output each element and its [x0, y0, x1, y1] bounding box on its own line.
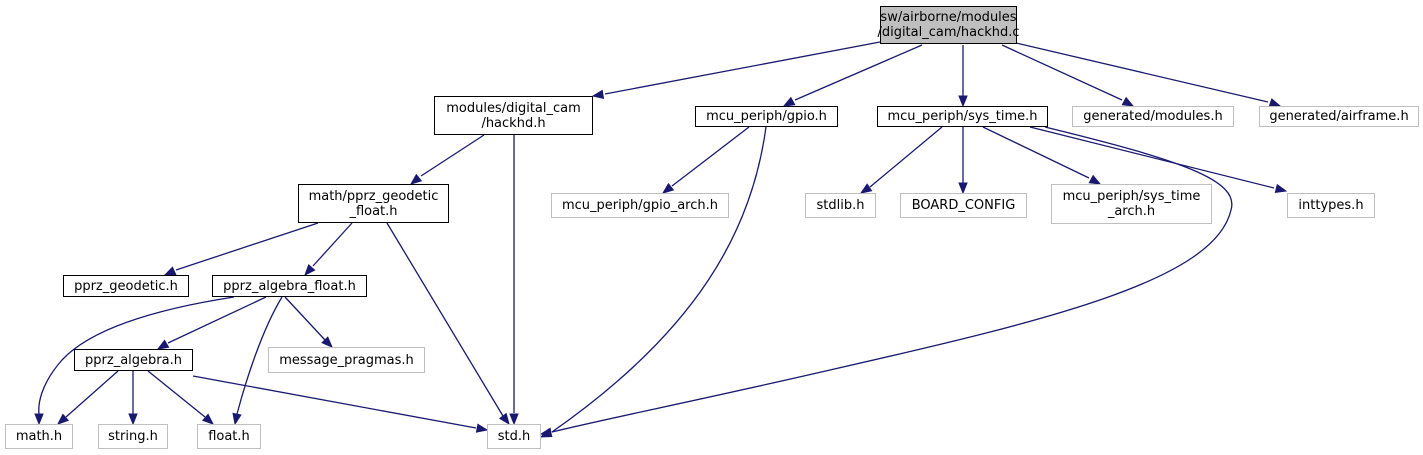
edge-line — [604, 41, 881, 95]
node-gpio-h[interactable]: mcu_periph/gpio.h — [695, 106, 838, 127]
arrowhead-icon — [56, 413, 70, 425]
node-pprz-geodetic-float-h[interactable]: math/pprz_geodetic _float.h — [298, 184, 449, 223]
arrowhead-icon — [661, 182, 675, 194]
edge-pprz_geodetic_float_h-to-pprz_algebra_float_h — [304, 222, 353, 277]
edge-pprz_geodetic_float_h-to-std_h — [386, 222, 510, 426]
arrowhead-icon — [163, 266, 177, 276]
edge-gpio_h-to-std_h — [539, 126, 767, 438]
node-gpio-arch-h: mcu_periph/gpio_arch.h — [551, 193, 729, 218]
node-pprz-algebra-h[interactable]: pprz_algebra.h — [74, 349, 193, 371]
edge-line — [671, 126, 750, 187]
edge-line — [38, 296, 235, 415]
edge-pprz_algebra_h-to-math_h — [56, 370, 119, 425]
arrowhead-icon — [321, 336, 333, 348]
edge-line — [1001, 44, 1123, 101]
node-root-hackhd-c[interactable]: sw/airborne/modules /digital_cam/hackhd.… — [877, 6, 1020, 44]
arrowhead-icon — [782, 96, 796, 107]
edge-pprz_algebra_float_h-to-message_pragmas_h — [284, 296, 333, 348]
node-math-h: math.h — [5, 424, 73, 449]
arrowhead-icon — [859, 183, 873, 194]
arrowhead-icon — [34, 413, 44, 426]
edge-pprz_algebra_h-to-string_h — [128, 371, 138, 426]
edge-sys_time_h-to-inttypes_h — [1029, 126, 1288, 194]
arrowhead-icon — [304, 264, 316, 277]
arrowhead-icon — [201, 413, 215, 425]
edge-line — [869, 126, 943, 188]
edge-line — [175, 222, 319, 271]
edge-sys_time_h-to-sys_time_arch_h — [982, 126, 1102, 185]
edge-line — [551, 126, 1233, 433]
arrowhead-icon — [1274, 183, 1288, 194]
node-hackhd-h[interactable]: modules/digital_cam /hackhd.h — [434, 96, 593, 135]
arrowhead-icon — [156, 339, 170, 350]
edge-hackhd_h-to-std_h — [509, 135, 519, 426]
edge-sys_time_h-to-board_config — [958, 127, 968, 195]
node-pprz-geodetic-h[interactable]: pprz_geodetic.h — [63, 275, 189, 297]
edge-line — [420, 134, 485, 177]
edge-root-to-sys_time_h — [958, 45, 968, 108]
edge-pprz_geodetic_float_h-to-pprz_geodetic_h — [163, 222, 319, 276]
arrowhead-icon — [409, 173, 423, 185]
edge-line — [167, 296, 267, 344]
edge-line — [312, 222, 353, 267]
edge-line — [982, 126, 1090, 179]
edge-gpio_h-to-gpio_arch_h — [661, 126, 750, 194]
edge-line — [65, 370, 119, 418]
edge-pprz_algebra_h-to-std_h — [192, 375, 489, 433]
arrowhead-icon — [128, 413, 138, 426]
arrowhead-icon — [591, 89, 605, 99]
edge-pprz_algebra_h-to-float_h — [147, 370, 215, 425]
node-stdlib-h: stdlib.h — [805, 193, 876, 218]
edge-root-to-gen_modules_h — [1001, 44, 1135, 107]
node-string-h: string.h — [98, 424, 168, 449]
node-message-pragmas-h: message_pragmas.h — [268, 347, 425, 373]
arrowhead-icon — [539, 427, 553, 437]
arrowhead-icon — [1088, 174, 1102, 185]
arrowhead-icon — [232, 412, 242, 426]
node-pprz-algebra-float-h[interactable]: pprz_algebra_float.h — [212, 275, 367, 297]
edge-sys_time_h-to-std_h — [539, 126, 1233, 437]
edge-line — [1029, 126, 1275, 189]
edge-pprz_algebra_float_h-to-pprz_algebra_h — [156, 296, 267, 350]
node-std-h: std.h — [487, 424, 541, 449]
node-board-config: BOARD_CONFIG — [900, 193, 1027, 218]
edge-line — [236, 296, 283, 415]
edge-line — [386, 222, 504, 417]
arrowhead-icon — [958, 182, 968, 195]
node-float-h: float.h — [197, 424, 261, 449]
node-sys-time-h[interactable]: mcu_periph/sys_time.h — [877, 106, 1048, 127]
edge-line — [192, 375, 477, 429]
edge-pprz_algebra_float_h-to-float_h — [232, 296, 283, 426]
edge-root-to-gpio_h — [782, 44, 923, 107]
node-sys-time-arch-h: mcu_periph/sys_time _arch.h — [1051, 184, 1212, 224]
arrowhead-icon — [475, 423, 489, 433]
edge-line — [551, 126, 767, 433]
node-inttypes-h: inttypes.h — [1287, 193, 1375, 218]
node-generated-modules-h: generated/modules.h — [1072, 106, 1234, 127]
edge-root-to-hackhd_h — [591, 41, 881, 99]
edges-layer — [34, 41, 1288, 438]
arrowhead-icon — [958, 95, 968, 108]
arrowhead-icon — [498, 412, 510, 426]
node-generated-airframe-h: generated/airframe.h — [1259, 106, 1419, 127]
arrowhead-icon — [509, 413, 519, 426]
edge-hackhd_h-to-pprz_geodetic_float_h — [409, 134, 485, 185]
edge-line — [147, 370, 206, 418]
edge-line — [1015, 42, 1269, 103]
edge-line — [794, 44, 923, 101]
arrowhead-icon — [1121, 96, 1135, 107]
edge-pprz_algebra_float_h-to-math_h — [34, 296, 235, 426]
edge-line — [284, 296, 326, 341]
edge-root-to-gen_airframe_h — [1015, 42, 1282, 108]
edge-sys_time_h-to-stdlib_h — [859, 126, 943, 194]
